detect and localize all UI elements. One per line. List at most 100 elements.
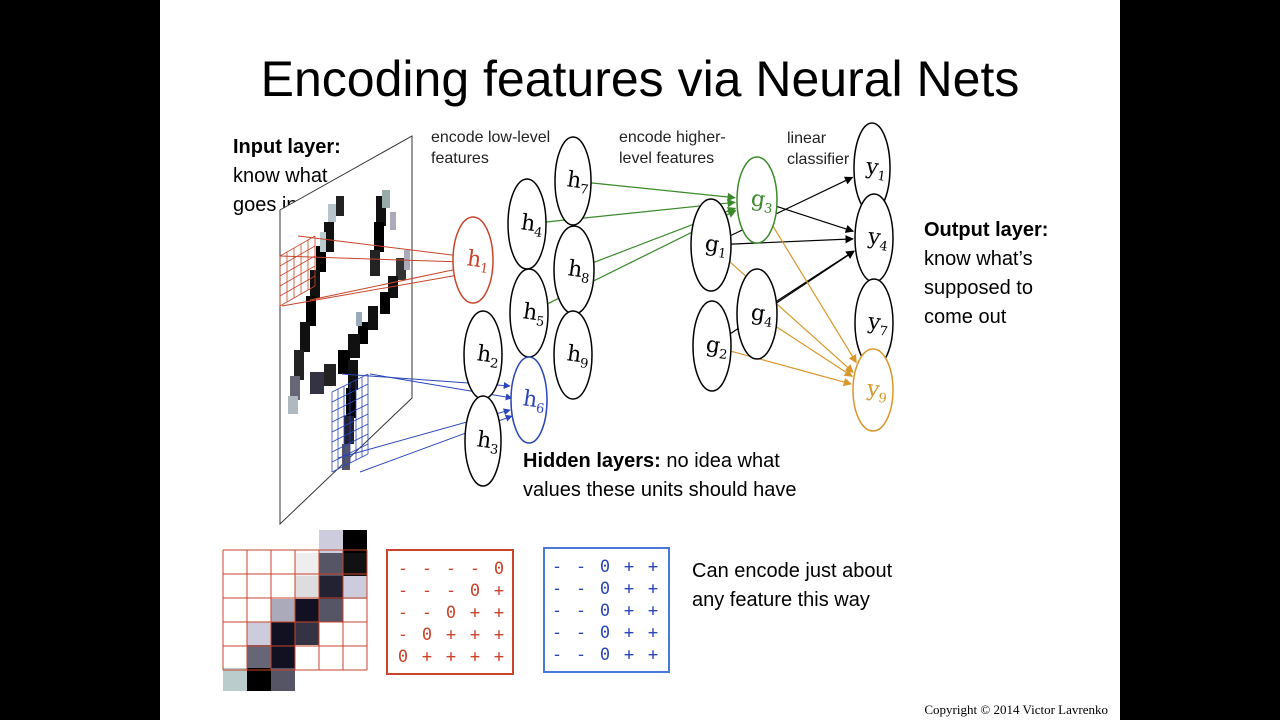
red-filter-box	[386, 549, 514, 675]
matrix-cell: -	[552, 579, 562, 599]
node-y9-label: y9	[864, 376, 889, 407]
matrix-cell: 0	[600, 579, 610, 599]
node-h6-circle	[510, 356, 548, 444]
red-filter-matrix: ----0---0+--0++-0+++0++++	[398, 559, 504, 667]
matrix-cell: +	[494, 625, 504, 645]
low-level-label: encode low-level features	[431, 127, 550, 169]
digit-pixel	[336, 196, 344, 216]
matrix-cell: +	[494, 647, 504, 667]
matrix-cell: -	[398, 559, 408, 579]
example-pixel	[319, 576, 343, 599]
node-h4-label: h4	[519, 210, 545, 241]
node-h3-circle	[464, 395, 502, 487]
red-grid-line	[279, 255, 316, 277]
edge-h7-g3	[590, 182, 736, 202]
node-g3: g3	[736, 156, 778, 244]
hidden-layers-heading: Hidden layers:	[523, 450, 661, 472]
example-pixel	[319, 599, 343, 622]
matrix-cell: 0	[600, 623, 610, 643]
matrix-cell: 0	[470, 581, 480, 601]
digit-pixel	[300, 322, 310, 352]
digit-pixel	[382, 190, 390, 208]
matrix-cell: +	[648, 601, 658, 621]
node-h3: h3	[464, 395, 502, 487]
example-pixel	[247, 645, 271, 668]
node-g3-label: g3	[749, 186, 775, 217]
input-layer-heading: Input layer:	[233, 136, 341, 158]
matrix-cell: -	[552, 645, 562, 665]
example-pixel	[223, 668, 247, 691]
matrix-cell: +	[624, 579, 634, 599]
red-grid-line	[279, 265, 316, 287]
digit-pixel	[380, 292, 390, 314]
copyright: Copyright © 2014 Victor Lavrenko	[924, 702, 1108, 717]
slide: Encoding features via Neural Nets Input …	[160, 0, 1120, 720]
example-pixel	[319, 530, 343, 553]
digit-pixel	[294, 350, 304, 380]
input-layer-note: Input layer: know what goes in	[233, 133, 341, 220]
digit-pixel	[358, 322, 368, 344]
hidden-layers-note: Hidden layers: no idea what values these…	[523, 447, 797, 505]
matrix-cell: +	[446, 625, 456, 645]
digit-pixel	[328, 204, 336, 222]
linear-classifier-label: linear classifier	[787, 128, 849, 170]
matrix-cell: +	[624, 601, 634, 621]
input-layer-line1: know what	[233, 165, 328, 187]
node-g1-circle	[690, 198, 732, 292]
red-receptive-field	[279, 235, 316, 307]
node-h1-circle	[452, 216, 494, 304]
matrix-cell: -	[422, 603, 432, 623]
node-h8: h8	[553, 225, 595, 315]
higher-level-line2: level features	[619, 150, 715, 167]
node-h7: h7	[554, 136, 592, 226]
matrix-cell: -	[422, 559, 432, 579]
node-h5-label: h5	[521, 299, 547, 330]
matrix-cell: +	[470, 647, 480, 667]
output-layer-line1: know what’s	[924, 248, 1033, 270]
node-g1: g1	[690, 198, 732, 292]
edge-g3-y9	[772, 225, 857, 364]
matrix-cell: 0	[600, 601, 610, 621]
digit-pixel	[320, 232, 326, 252]
edge-g4-y9	[775, 326, 853, 377]
example-pixel	[247, 622, 271, 645]
matrix-cell: +	[624, 557, 634, 577]
node-y7-label: y7	[865, 309, 890, 340]
output-layer-heading: Output layer:	[924, 219, 1049, 241]
matrix-cell: -	[446, 581, 456, 601]
low-level-line1: encode low-level	[431, 129, 551, 146]
matrix-cell: -	[398, 625, 408, 645]
low-level-line2: features	[431, 150, 489, 167]
node-g2: g2	[692, 300, 732, 392]
node-h6-label: h6	[521, 386, 547, 417]
matrix-cell: 0	[494, 559, 504, 579]
blue-grid-line	[331, 423, 369, 443]
node-y4-label: y4	[865, 224, 890, 255]
red-grid-line	[279, 245, 316, 267]
digit-pixel	[368, 306, 378, 330]
node-g2-circle	[692, 300, 732, 392]
node-g1-label: g1	[703, 231, 729, 262]
blue-filter-matrix: --0++--0++--0++--0++--0++	[552, 557, 658, 665]
digit-pixel	[390, 212, 396, 230]
digit-pixel	[374, 222, 384, 252]
slide-title: Encoding features via Neural Nets	[260, 51, 1020, 107]
matrix-cell: -	[398, 581, 408, 601]
example-pixel	[247, 668, 271, 691]
encode-note: Can encode just about any feature this w…	[692, 557, 892, 615]
node-y1-label: y1	[863, 154, 888, 185]
matrix-cell: -	[552, 623, 562, 643]
example-pixel	[343, 576, 367, 599]
node-h1-label: h1	[465, 246, 491, 277]
matrix-cell: +	[648, 623, 658, 643]
node-g4-circle	[736, 268, 778, 360]
node-h9-circle	[553, 310, 593, 400]
example-pixel	[295, 622, 319, 645]
matrix-cell: +	[648, 645, 658, 665]
example-pixel	[295, 599, 319, 622]
node-y9-circle	[852, 348, 894, 432]
digit-pixel	[310, 372, 324, 394]
matrix-cell: -	[446, 559, 456, 579]
node-h7-circle	[554, 136, 592, 226]
